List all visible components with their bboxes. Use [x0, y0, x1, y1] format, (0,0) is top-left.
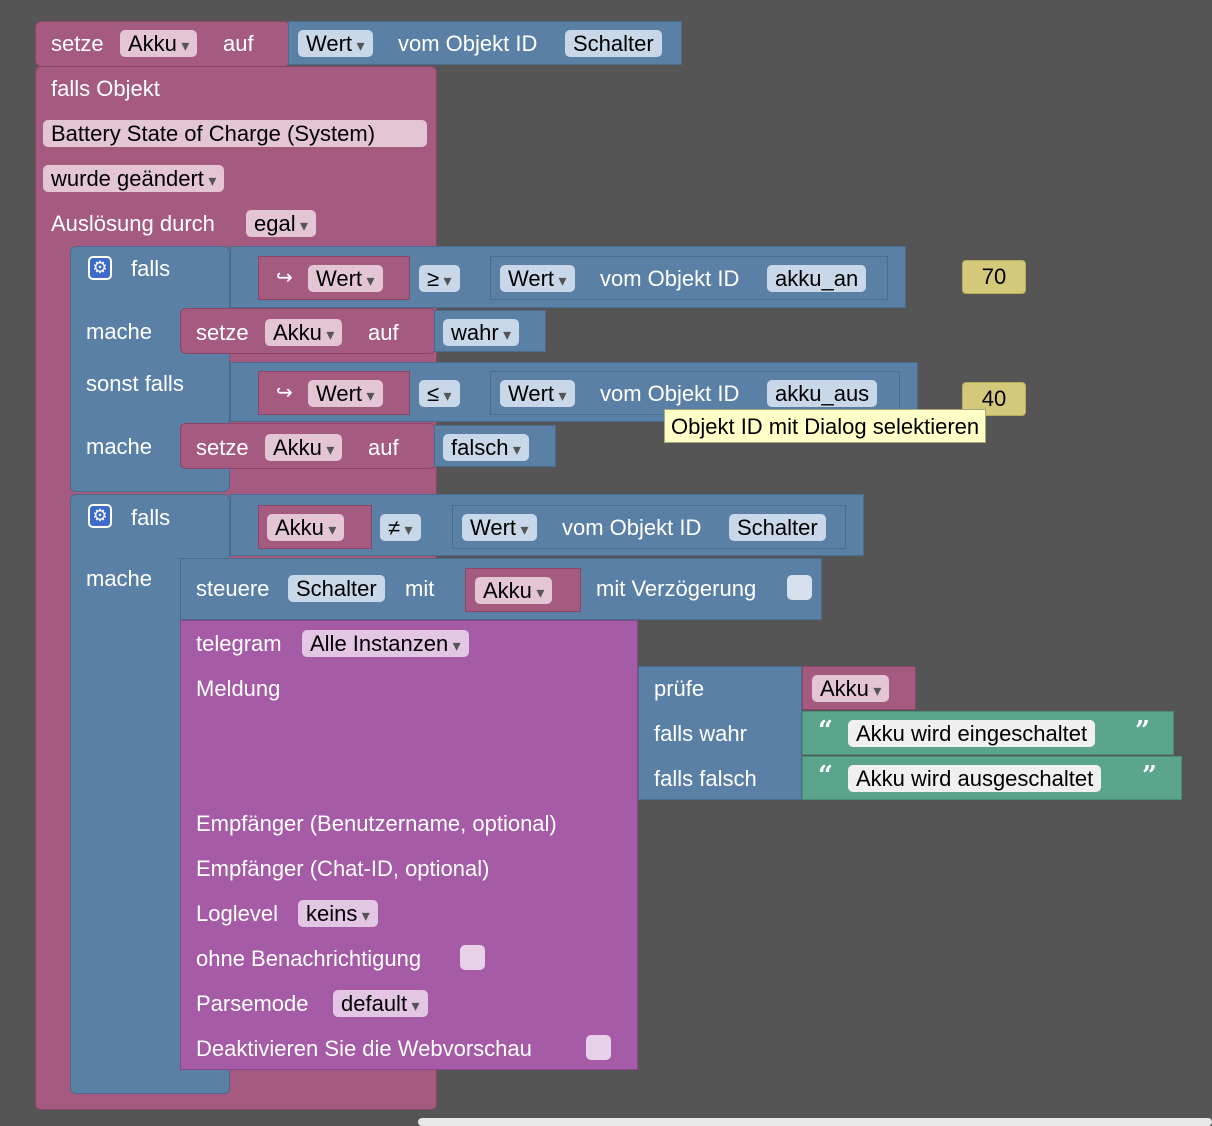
operator-dropdown[interactable]: ≥	[419, 265, 460, 292]
delay-label: mit Verzögerung	[596, 576, 757, 601]
mache-label-2: mache	[86, 434, 153, 459]
vom-objekt-label: vom Objekt ID	[562, 515, 702, 540]
quote-close-icon: ”	[1135, 716, 1150, 746]
return-arrow-icon: ↪	[276, 382, 293, 404]
sonst-falls-label: sonst falls	[86, 371, 184, 396]
return-arrow-icon: ↪	[276, 267, 293, 289]
object-id-field[interactable]: akku_an	[767, 265, 867, 292]
setze-label: setze	[51, 31, 104, 56]
mache-label-1: mache	[86, 319, 153, 344]
ausloesung-dropdown[interactable]: egal	[246, 210, 317, 237]
number-block-40[interactable]: 40	[962, 382, 1026, 416]
parsemode-label: Parsemode	[196, 991, 309, 1016]
variable-dropdown[interactable]: Akku	[120, 30, 198, 57]
silent-label: ohne Benachrichtigung	[196, 946, 422, 971]
object-id-field[interactable]: Schalter	[729, 514, 826, 541]
delay-checkbox[interactable]	[787, 575, 812, 600]
vom-objekt-label: vom Objekt ID	[600, 266, 740, 291]
auf-label: auf	[368, 435, 399, 460]
ausloesung-label: Auslösung durch	[51, 211, 215, 236]
set-variable-block-1[interactable]	[180, 308, 436, 354]
meldung-label: Meldung	[196, 676, 281, 701]
boolean-dropdown[interactable]: falsch	[443, 434, 529, 461]
falls-objekt-label: falls Objekt	[51, 76, 160, 101]
vom-objekt-label: vom Objekt ID	[398, 31, 538, 56]
trigger-condition-dropdown[interactable]: wurde geändert	[43, 165, 225, 192]
variable-dropdown[interactable]: Akku	[265, 319, 343, 346]
pruefe-label: prüfe	[654, 676, 705, 701]
telegram-label: telegram	[196, 631, 282, 656]
loglevel-dropdown[interactable]: keins	[298, 900, 378, 927]
falls-wahr-label: falls wahr	[654, 721, 747, 746]
value-dropdown[interactable]: Wert	[308, 265, 383, 292]
quote-close-icon: ”	[1142, 761, 1157, 791]
variable-dropdown[interactable]: Akku	[265, 434, 343, 461]
tooltip: Objekt ID mit Dialog selektieren	[664, 409, 987, 443]
loglevel-label: Loglevel	[196, 901, 278, 926]
vom-objekt-label: vom Objekt ID	[600, 381, 740, 406]
boolean-dropdown[interactable]: wahr	[443, 319, 520, 346]
auf-label: auf	[223, 31, 254, 56]
horizontal-scrollbar[interactable]	[418, 1118, 1212, 1126]
gear-icon[interactable]: ⚙	[88, 504, 112, 528]
mache-label-3: mache	[86, 566, 153, 591]
mit-label: mit	[405, 576, 435, 601]
variable-dropdown[interactable]: Akku	[475, 577, 553, 604]
quote-open-icon: “	[818, 716, 833, 746]
trigger-object-field[interactable]: Battery State of Charge (System)	[43, 120, 427, 147]
silent-checkbox[interactable]	[460, 945, 485, 970]
auf-label: auf	[368, 320, 399, 345]
operator-dropdown[interactable]: ≤	[419, 380, 460, 407]
number-block-70[interactable]: 70	[962, 260, 1026, 294]
value-type-dropdown[interactable]: Wert	[500, 265, 575, 292]
ternary-block[interactable]	[638, 666, 802, 800]
gear-icon[interactable]: ⚙	[88, 256, 112, 280]
quote-open-icon: “	[818, 761, 833, 791]
variable-dropdown[interactable]: Akku	[812, 675, 890, 702]
falls-label-3: falls	[131, 505, 171, 530]
value-type-dropdown[interactable]: Wert	[462, 514, 537, 541]
empfaenger-chat-label: Empfänger (Chat-ID, optional)	[196, 856, 490, 881]
control-object-field[interactable]: Schalter	[288, 575, 385, 602]
value-dropdown[interactable]: Wert	[308, 380, 383, 407]
falls-falsch-label: falls falsch	[654, 766, 757, 791]
variable-dropdown[interactable]: Akku	[267, 514, 345, 541]
setze-label: setze	[196, 435, 249, 460]
text-field-true[interactable]: Akku wird eingeschaltet	[848, 720, 1096, 747]
webpreview-checkbox[interactable]	[586, 1035, 611, 1060]
operator-dropdown[interactable]: ≠	[380, 514, 421, 541]
webpreview-label: Deaktivieren Sie die Webvorschau	[196, 1036, 532, 1061]
parsemode-dropdown[interactable]: default	[333, 990, 428, 1017]
instance-dropdown[interactable]: Alle Instanzen	[302, 630, 469, 657]
text-field-false[interactable]: Akku wird ausgeschaltet	[848, 765, 1102, 792]
empfaenger-user-label: Empfänger (Benutzername, optional)	[196, 811, 557, 836]
value-type-dropdown[interactable]: Wert	[298, 30, 373, 57]
steuere-label: steuere	[196, 576, 270, 601]
setze-label: setze	[196, 320, 249, 345]
falls-label-1: falls	[131, 256, 171, 281]
object-id-field[interactable]: akku_aus	[767, 380, 878, 407]
object-id-field[interactable]: Schalter	[565, 30, 662, 57]
value-type-dropdown[interactable]: Wert	[500, 380, 575, 407]
